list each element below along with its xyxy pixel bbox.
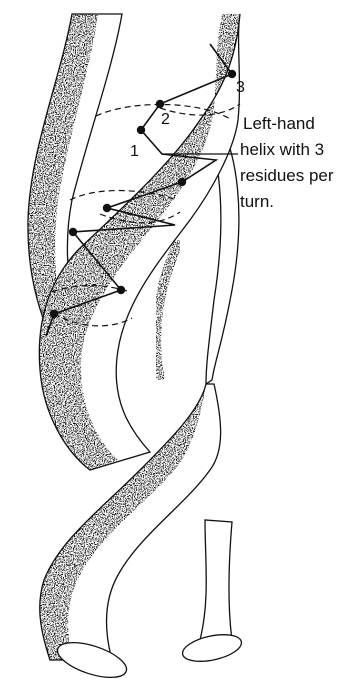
caption-line-2: helix with 3 bbox=[240, 140, 324, 159]
residue-dot bbox=[50, 310, 58, 318]
caption-line-3: residues per bbox=[240, 166, 334, 185]
caption-line-4: turn. bbox=[240, 192, 274, 211]
residue-label-3: 3 bbox=[236, 79, 245, 96]
residue-dot bbox=[103, 204, 111, 212]
caption: Left-hand helix with 3 residues per turn… bbox=[240, 114, 334, 211]
residue-label-2: 2 bbox=[161, 111, 170, 128]
residue-dot bbox=[69, 228, 77, 236]
caption-line-1: Left-hand bbox=[243, 114, 315, 133]
residue-2-dot bbox=[156, 100, 164, 108]
residue-dot bbox=[117, 286, 125, 294]
residue-1-dot bbox=[137, 126, 145, 134]
residue-dot bbox=[178, 178, 186, 186]
residue-3-dot bbox=[228, 70, 236, 78]
residue-label-1: 1 bbox=[130, 143, 139, 160]
